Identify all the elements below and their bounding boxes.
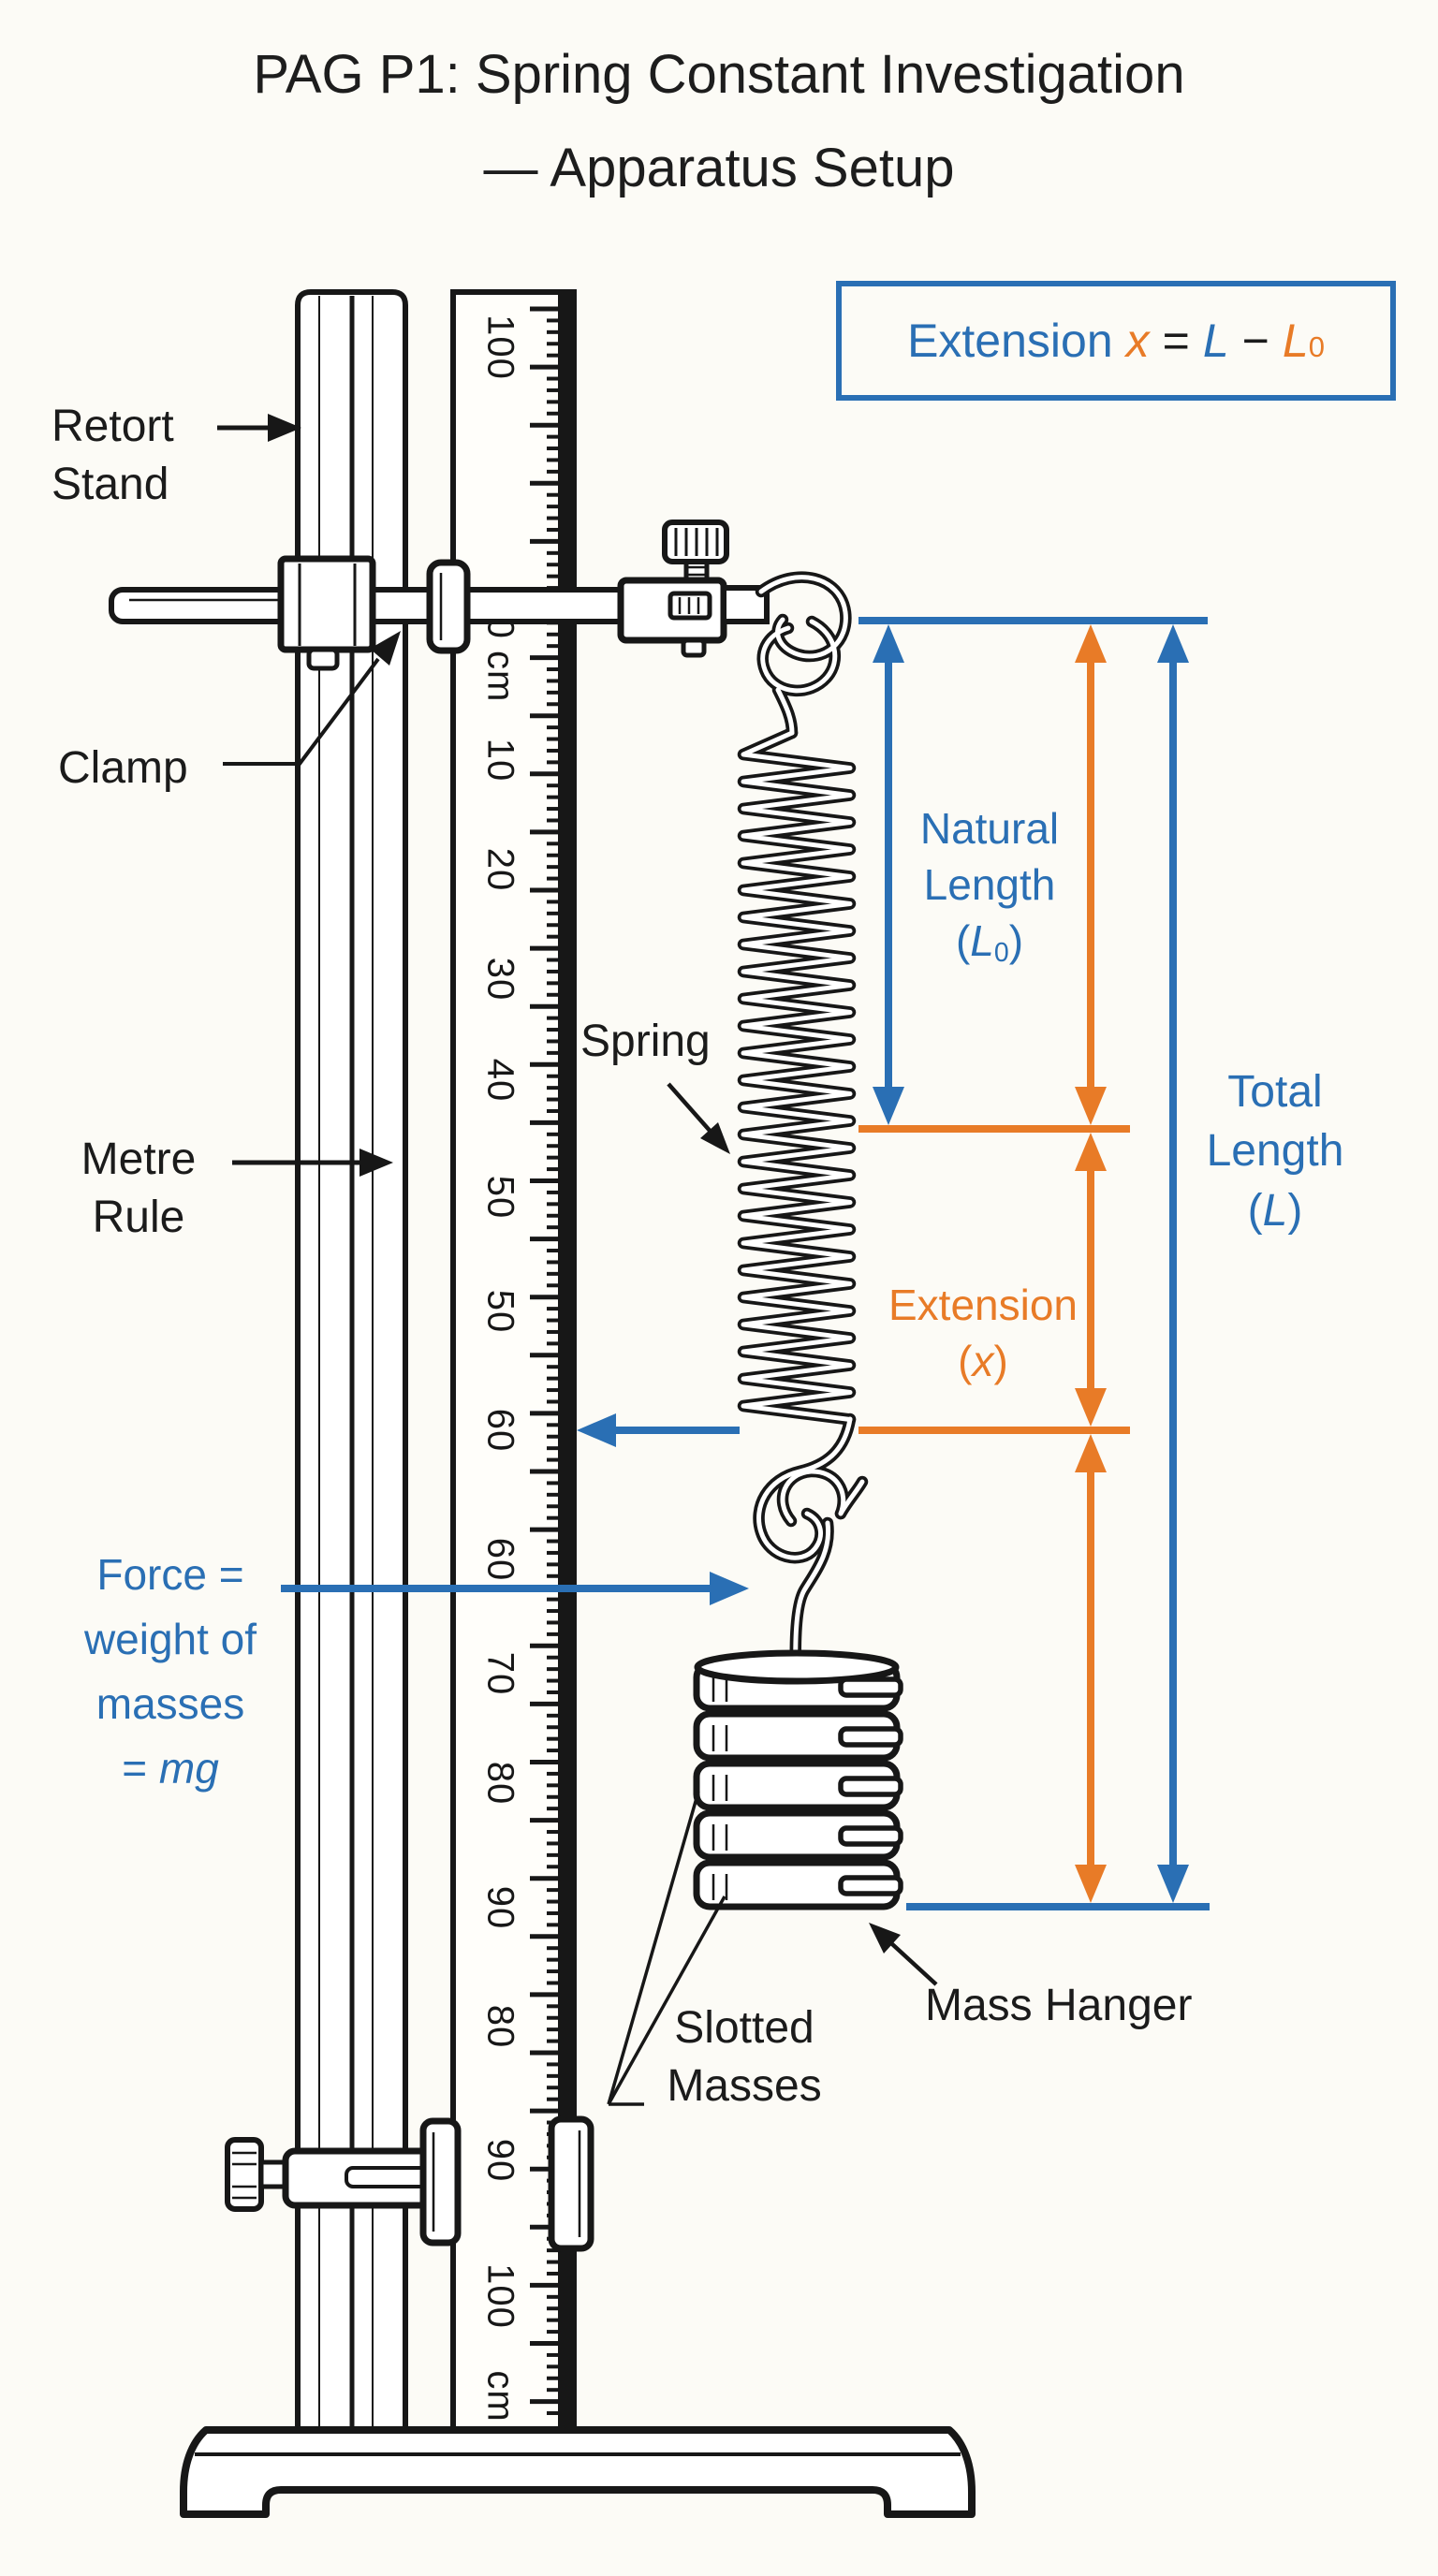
ruler-number: 100 — [479, 2263, 521, 2329]
ruler-number: 90 — [479, 2138, 521, 2183]
ruler-number: 10 — [479, 738, 521, 783]
measurement-annotations — [281, 617, 1210, 1910]
spring-coil-highlight — [741, 575, 865, 1673]
extension-label: Extension (x) — [888, 1281, 1078, 1385]
metre-rule-label: Metre Rule — [81, 1134, 197, 1243]
retort-stand-pole — [295, 289, 408, 2437]
ruler-number: 100 — [479, 315, 521, 380]
force-label: Force = weight of masses = mg — [83, 1550, 257, 1793]
ruler-number: 50 — [479, 1289, 521, 1334]
spring-label: Spring — [580, 1017, 711, 1066]
ruler-number: 90 — [479, 1885, 521, 1930]
disc-rims — [712, 1676, 728, 1900]
ruler-number: 0 cm — [479, 617, 521, 703]
mass-stack — [693, 1649, 903, 1910]
lower-clamp — [225, 2115, 594, 2252]
equation-L0: L — [1282, 315, 1309, 367]
equation-L: L — [1202, 315, 1229, 367]
top-disc-face — [694, 1649, 900, 1685]
total-length-label: Total Length (L) — [1206, 1067, 1344, 1236]
natural-length-arrow — [873, 624, 904, 1125]
total-length-arrow — [1157, 624, 1189, 1903]
title-line1: PAG P1: Spring Constant Investigation — [253, 44, 1185, 105]
ruler-number: 60 — [479, 1537, 521, 1582]
natural-length-label: Natural Length (L0) — [919, 804, 1060, 968]
label-pointers — [217, 414, 938, 2106]
mass-hanger-pointer — [889, 1941, 938, 1986]
ruler-number: 30 — [479, 957, 521, 1002]
equation-minus: − — [1241, 315, 1269, 367]
ruler-number: 60 — [479, 1408, 521, 1453]
spring-clamp — [617, 520, 770, 658]
ruler-number: 80 — [479, 1761, 521, 1806]
stand-base — [180, 2426, 976, 2518]
equation-x: x — [1125, 315, 1150, 367]
equation-word: Extension — [907, 315, 1113, 367]
mass-hanger-label: Mass Hanger — [925, 1981, 1193, 2030]
clamp-label: Clamp — [58, 743, 188, 793]
equation-equals: = — [1162, 315, 1190, 367]
ruler-number: cm — [479, 2370, 521, 2422]
ruler-number: 80 — [479, 2004, 521, 2049]
title-line2: — Apparatus Setup — [483, 137, 955, 198]
ruler-reading-arrow — [577, 1413, 740, 1447]
slotted-masses-label: Slotted Masses — [667, 2003, 822, 2112]
equation-L0-sub: 0 — [1308, 329, 1325, 363]
page-title: PAG P1: Spring Constant Investigation — … — [0, 28, 1438, 215]
ruler-number: 50 — [479, 1175, 521, 1220]
ruler-number: 70 — [479, 1651, 521, 1696]
force-arrow — [281, 1572, 749, 1605]
retort-stand-label: Retort Stand — [51, 402, 174, 510]
spring-pointer — [667, 1082, 713, 1134]
ruler-number: 20 — [479, 847, 521, 892]
ruler-number: 40 — [479, 1058, 521, 1103]
clamp-pointer — [223, 657, 380, 766]
slotted-masses-leaders — [607, 1791, 726, 2106]
orange-dimension-arrows — [1075, 624, 1107, 1903]
disc-slots — [838, 1676, 903, 1896]
